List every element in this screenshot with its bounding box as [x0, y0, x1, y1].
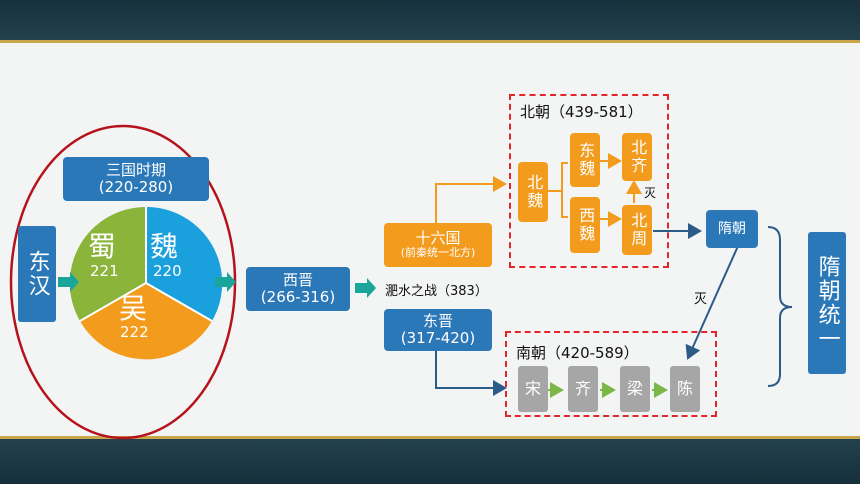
sixteen-kingdoms-name: 十六国 — [415, 229, 461, 248]
sixteen-kingdoms-note: (前秦统一北方) — [400, 246, 476, 260]
song-box: 宋 — [518, 366, 548, 412]
north-zhou-box: 北周 — [622, 205, 652, 255]
west-jin-name: 西晋 — [282, 270, 313, 289]
top-gold-border — [0, 40, 860, 43]
three-kingdoms-years: (220-280) — [98, 178, 174, 196]
liang-box: 梁 — [620, 366, 650, 412]
south-dynasties-title: 南朝（420-589） — [516, 344, 639, 362]
south-dynasties-frame — [505, 331, 717, 417]
arrow-sui-to-chen — [685, 245, 739, 360]
arrow-west-jin-to-battle — [355, 278, 376, 298]
east-jin-box: 东晋 (317-420) — [384, 309, 492, 351]
three-kingdoms-title: 三国时期 — [105, 160, 166, 179]
shu-year: 221 — [90, 262, 119, 280]
three-kingdoms-pie — [69, 206, 223, 360]
wei-slice — [146, 206, 223, 321]
north-qi-box: 北齐 — [622, 133, 652, 181]
north-mie-label: 灭 — [644, 186, 657, 200]
line-sixteen-to-northwei — [435, 176, 507, 223]
bracket-north-wei — [548, 162, 568, 218]
sui-mie-label: 灭 — [694, 292, 708, 307]
shu-name: 蜀 — [88, 230, 117, 263]
arrow-east-han-to-pie — [58, 272, 79, 292]
qi-box: 齐 — [568, 366, 598, 412]
west-jin-box: 西晋 (266-316) — [246, 267, 350, 311]
arrow-pie-to-west-jin — [215, 272, 236, 292]
bottom-gold-border — [0, 436, 860, 439]
bottom-frame — [0, 438, 860, 484]
wu-year: 222 — [120, 323, 149, 341]
east-jin-years: (317-420) — [400, 329, 476, 347]
line-east-jin-to-south — [435, 350, 507, 396]
top-frame — [0, 0, 860, 40]
wei-year: 220 — [153, 262, 182, 280]
shu-slice — [69, 206, 146, 321]
north-dynasties-frame — [509, 94, 669, 268]
west-wei-box: 西魏 — [570, 197, 600, 253]
north-dynasties-title: 北朝（439-581） — [520, 103, 643, 121]
east-jin-name: 东晋 — [422, 311, 453, 330]
sixteen-kingdoms-box: 十六国 (前秦统一北方) — [384, 223, 492, 267]
wei-name: 魏 — [150, 230, 179, 263]
wu-name: 吴 — [119, 292, 148, 325]
sui-unify-box: 隋朝统一 — [808, 232, 846, 374]
north-wei-box: 北魏 — [518, 162, 548, 222]
sui-box: 隋朝 — [706, 210, 758, 248]
west-jin-years: (266-316) — [260, 288, 336, 306]
chen-box: 陈 — [670, 366, 700, 412]
battle-label: 淝水之战（383） — [385, 284, 488, 299]
east-wei-box: 东魏 — [570, 133, 600, 187]
right-bracket — [767, 226, 793, 387]
three-kingdoms-title-box: 三国时期 (220-280) — [63, 157, 209, 201]
east-han-box: 东汉 — [18, 226, 56, 322]
